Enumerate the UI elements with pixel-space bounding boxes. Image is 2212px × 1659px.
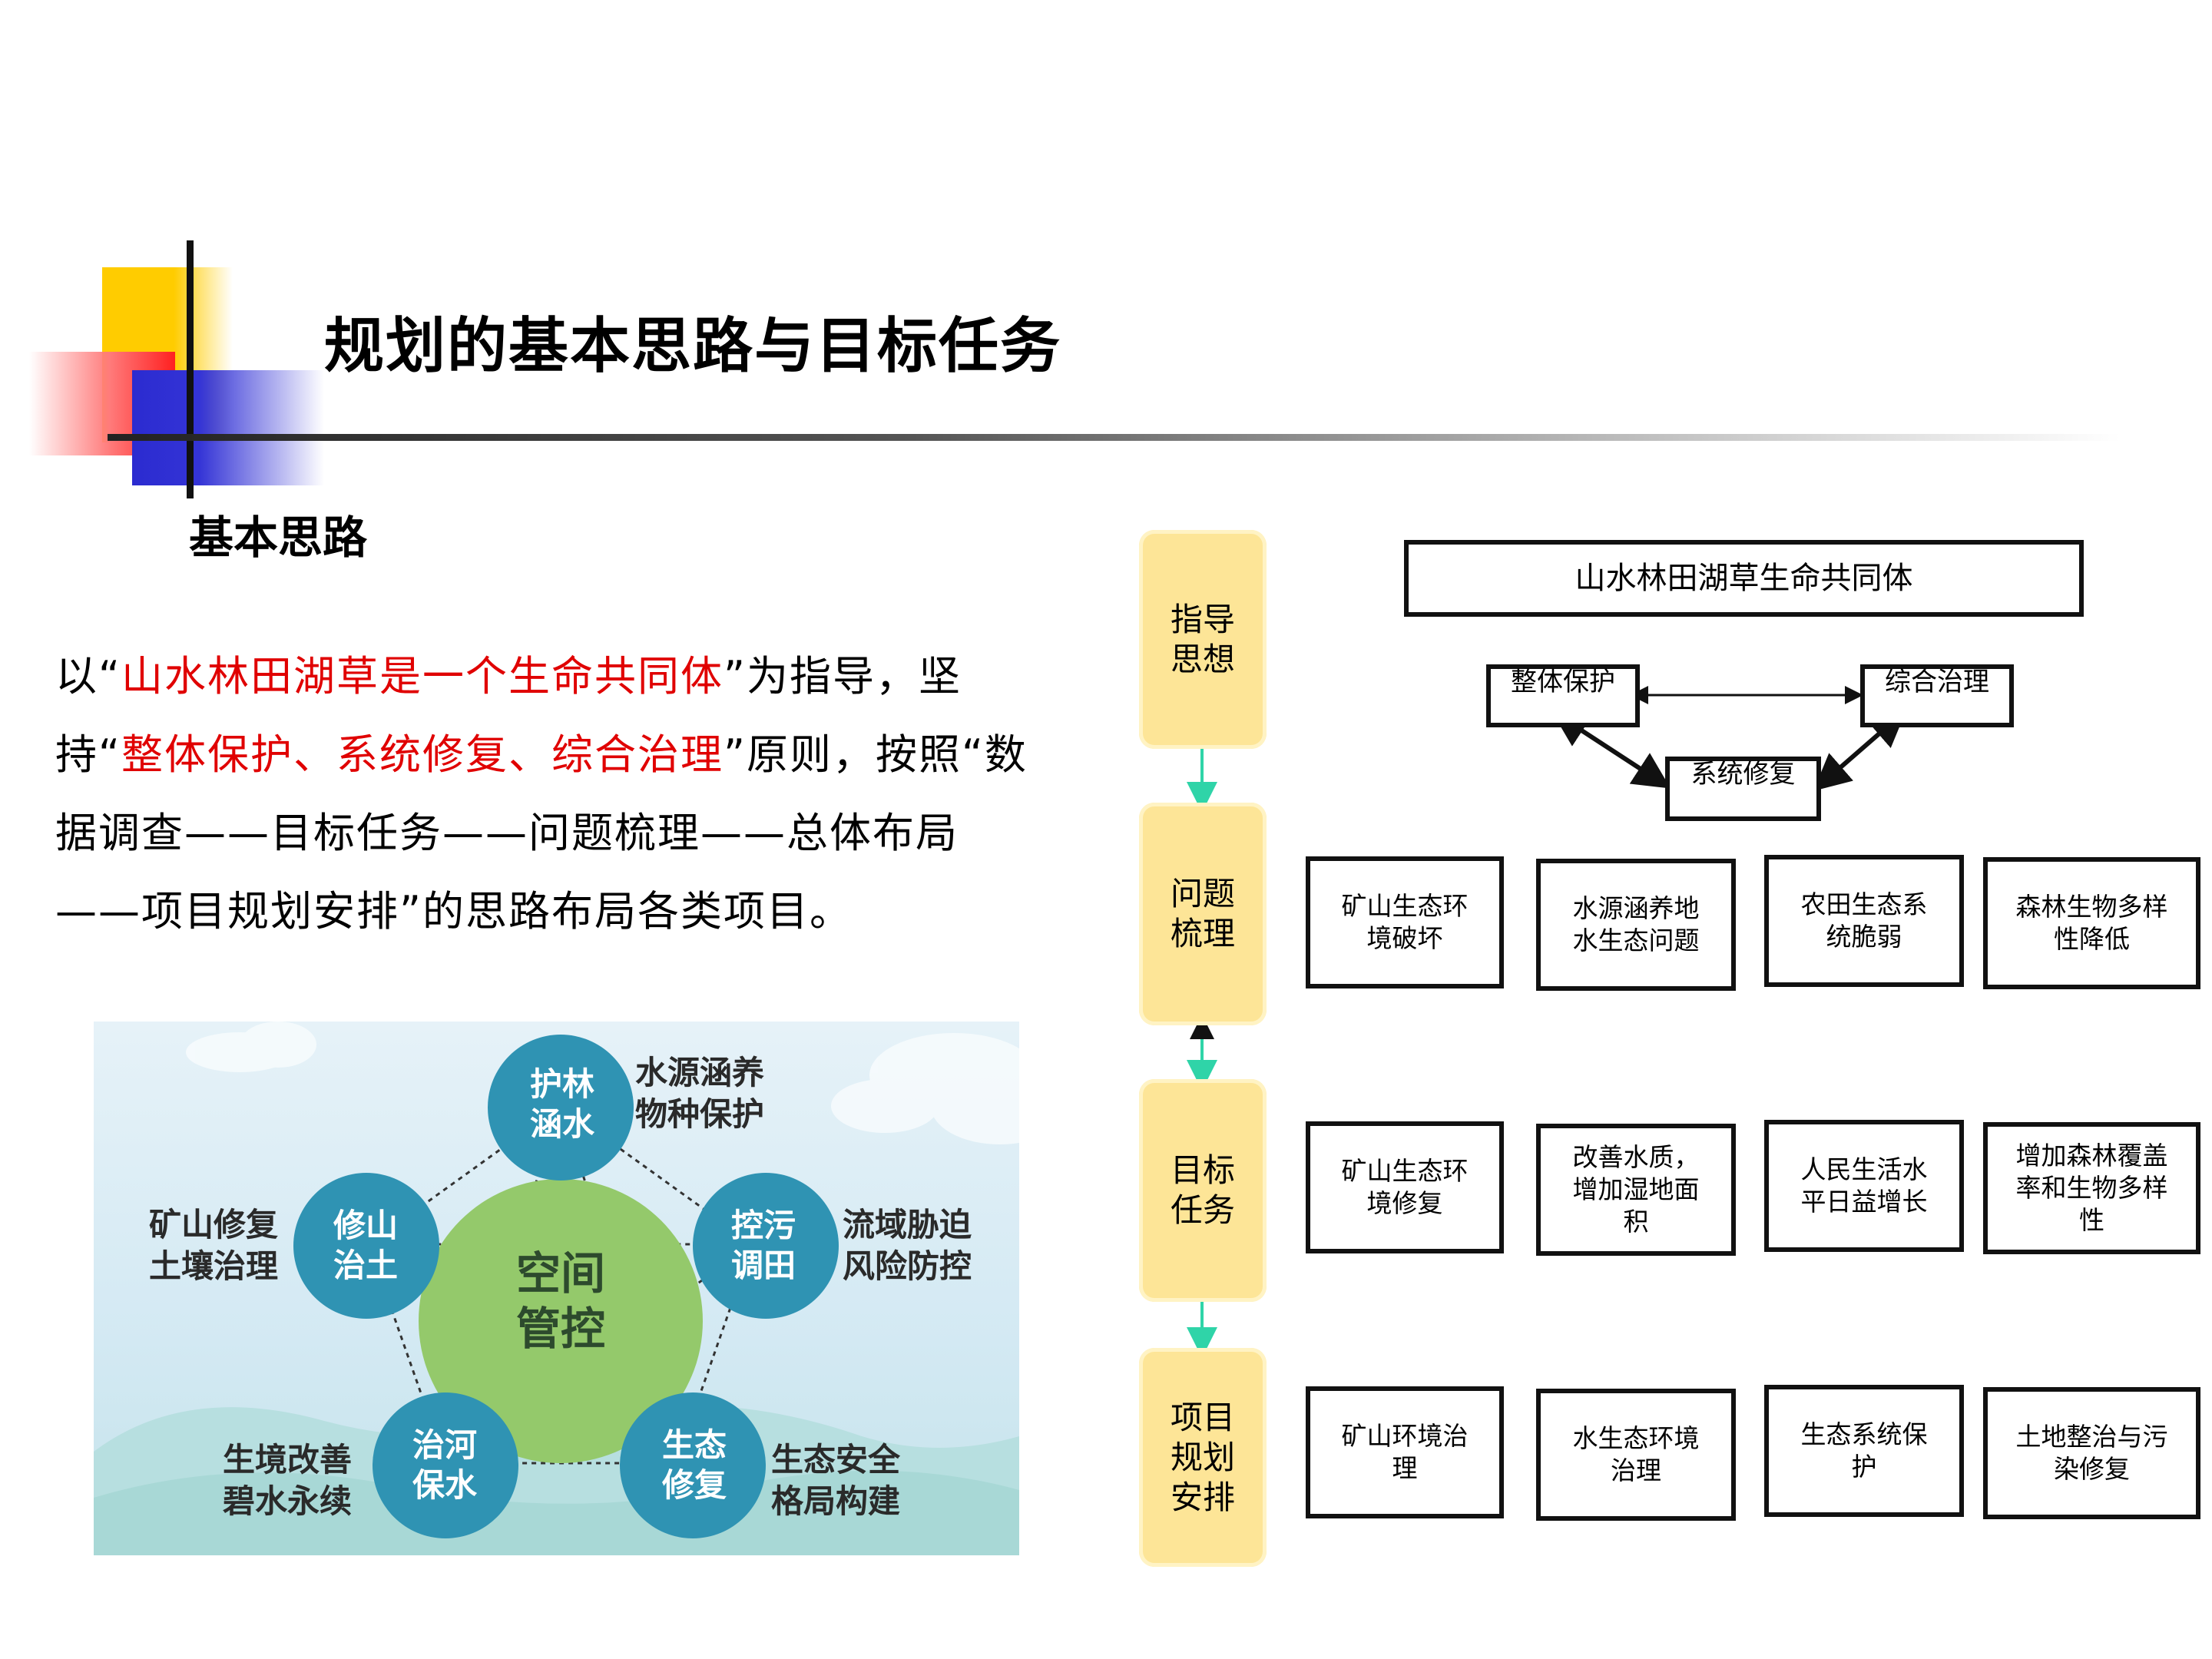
- stage-targets: 目标任务: [1139, 1079, 1267, 1302]
- target-box-4: 增加森林覆盖率和生物多样性: [1983, 1122, 2200, 1254]
- problem-box-4: 森林生物多样性降低: [1983, 857, 2200, 989]
- target-box-1: 矿山生态环境修复: [1306, 1121, 1504, 1253]
- problem-text-4: 森林生物多样性降低: [2015, 892, 2168, 954]
- project-text-1: 矿山环境治理: [1341, 1421, 1469, 1483]
- node-label-1: 护林涵水: [530, 1065, 595, 1143]
- header-deco-vertical-line: [187, 240, 194, 498]
- outer-label-5: 矿山修复土壤治理: [149, 1206, 279, 1285]
- center-label: 空间管控: [515, 1247, 605, 1355]
- node-label-2: 控污调田: [731, 1207, 796, 1284]
- illustration-graphics: [94, 1022, 1019, 1555]
- principle-box-1: 整体保护: [1486, 664, 1640, 727]
- project-text-4: 土地整治与污染修复: [2015, 1422, 2168, 1484]
- community-box: 山水林田湖草生命共同体: [1404, 540, 2084, 617]
- stage-label-4: 项目规划安排: [1170, 1398, 1235, 1516]
- header-deco-blue: [132, 370, 324, 485]
- target-text-2: 改善水质，增加湿地面积: [1572, 1142, 1700, 1237]
- problem-text-1: 矿山生态环境破坏: [1341, 891, 1469, 953]
- node-label-5: 修山治土: [333, 1207, 399, 1284]
- intro-text-2: ”为指导，坚持“: [55, 652, 962, 779]
- project-box-2: 水生态环境治理: [1536, 1389, 1736, 1521]
- stage-project-planning: 项目规划安排: [1139, 1348, 1267, 1567]
- target-text-3: 人民生活水平日益增长: [1800, 1154, 1928, 1217]
- node-label-3: 生态修复: [662, 1426, 727, 1504]
- principle-box-2: 综合治理: [1860, 664, 2014, 727]
- stage-label-3: 目标任务: [1170, 1151, 1235, 1229]
- outer-label-2: 流域胁迫风险防控: [843, 1206, 972, 1285]
- outer-label-3: 生态安全格局构建: [771, 1441, 901, 1520]
- target-text-4: 增加森林覆盖率和生物多样性: [2015, 1141, 2168, 1235]
- project-box-3: 生态系统保护: [1764, 1385, 1964, 1517]
- project-box-4: 土地整治与污染修复: [1983, 1387, 2200, 1519]
- target-box-3: 人民生活水平日益增长: [1764, 1120, 1964, 1252]
- intro-text-1: 以“: [55, 652, 121, 700]
- pentagon-illustration: 空间管控 护林涵水 控污调田 生态修复 治河保水 修山治土 水源涵养物种保护 流…: [94, 1022, 1019, 1555]
- problem-box-1: 矿山生态环境破坏: [1306, 856, 1504, 988]
- problem-text-3: 农田生态系统脆弱: [1800, 889, 1928, 952]
- problem-box-3: 农田生态系统脆弱: [1764, 855, 1964, 987]
- target-text-1: 矿山生态环境修复: [1341, 1156, 1469, 1218]
- header-deco-horizontal-line: [108, 434, 2120, 441]
- project-text-3: 生态系统保护: [1800, 1419, 1928, 1482]
- stage-label-1: 指导思想: [1170, 600, 1235, 678]
- project-box-1: 矿山环境治理: [1306, 1386, 1504, 1518]
- page-title: 规划的基本思路与目标任务: [324, 312, 1062, 381]
- stage-problem-sorting: 问题梳理: [1139, 803, 1267, 1025]
- intro-paragraph: 以“山水林田湖草是一个生命共同体”为指导，坚持“整体保护、系统修复、综合治理”原…: [55, 637, 1031, 951]
- project-text-2: 水生态环境治理: [1572, 1423, 1700, 1485]
- intro-highlight-1: 山水林田湖草是一个生命共同体: [121, 652, 724, 700]
- section-heading: 基本思路: [189, 512, 368, 564]
- node-label-4: 治河保水: [412, 1426, 477, 1504]
- problem-text-2: 水源涵养地水生态问题: [1572, 893, 1700, 955]
- outer-label-4: 生境改善碧水永续: [223, 1441, 353, 1520]
- problem-box-2: 水源涵养地水生态问题: [1536, 859, 1736, 991]
- intro-highlight-2: 整体保护、系统修复、综合治理: [121, 730, 724, 779]
- stage-guiding-ideology: 指导思想: [1139, 530, 1267, 749]
- stage-label-2: 问题梳理: [1170, 875, 1235, 952]
- target-box-2: 改善水质，增加湿地面积: [1536, 1124, 1736, 1256]
- intro-text-3: ”原则，按照“数据调查——目标任务——问题梳理——总体布局——项目规划安排”的思…: [55, 730, 1028, 935]
- principle-box-3: 系统修复: [1665, 757, 1821, 821]
- outer-label-1: 水源涵养物种保护: [635, 1054, 765, 1133]
